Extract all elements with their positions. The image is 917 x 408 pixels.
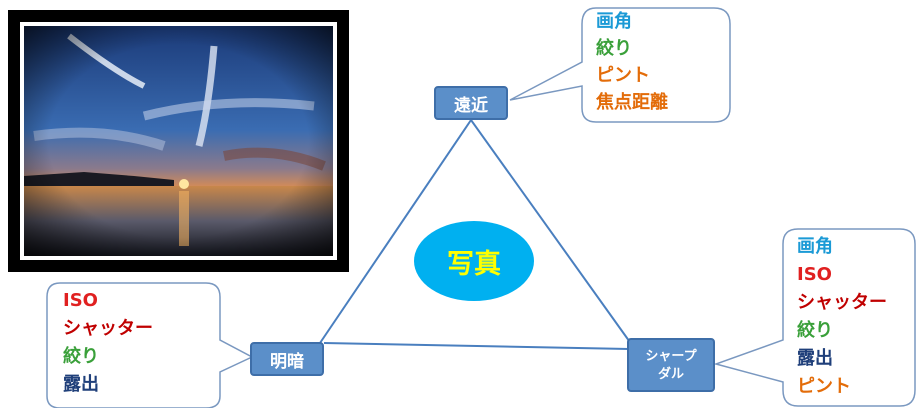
callout-top-item: 画角 — [596, 11, 632, 32]
sunset-photo — [20, 22, 337, 260]
node-perspective-label: 遠近 — [454, 95, 488, 116]
callout-left-item: シャッター — [63, 318, 153, 339]
callout-left-item: 絞り — [63, 346, 99, 367]
center-label: 写真 — [447, 248, 501, 280]
callout-top-item: ピント — [596, 65, 650, 86]
node-sharpness: シャープ ダル — [627, 338, 715, 392]
edge-left-right — [323, 342, 630, 350]
callout-left-item: 露出 — [63, 374, 99, 395]
callout-right-balloon — [713, 228, 916, 407]
center-photo-ellipse: 写真 — [414, 221, 534, 301]
node-sharpness-label-line2: ダル — [657, 367, 684, 382]
edge-top-left — [319, 119, 472, 344]
callout-top-balloon — [509, 7, 731, 123]
callout-right-item: シャッター — [797, 292, 887, 313]
callout-top-item: 絞り — [596, 38, 632, 59]
node-perspective: 遠近 — [434, 86, 508, 120]
edge-top-right — [470, 119, 633, 346]
callout-right-text: 画角 ISO シャッター 絞り 露出 ピント — [797, 233, 887, 401]
callout-right-item: ピント — [797, 376, 851, 397]
callout-top-item: 焦点距離 — [596, 92, 668, 113]
callout-left-item: ISO — [63, 290, 98, 311]
callout-right-item: 画角 — [797, 236, 833, 257]
callout-right-item: ISO — [797, 264, 832, 285]
callout-top-text: 画角 絞り ピント 焦点距離 — [596, 8, 668, 116]
node-sharpness-label-line1: シャープ — [645, 349, 697, 364]
sunset-photo-frame — [8, 10, 349, 272]
callout-left-text: ISO シャッター 絞り 露出 — [63, 287, 153, 399]
node-brightness: 明暗 — [250, 342, 324, 376]
node-brightness-label: 明暗 — [270, 351, 304, 372]
sunset-photo-image — [24, 26, 333, 256]
callout-right-item: 絞り — [797, 320, 833, 341]
callout-right-item: 露出 — [797, 348, 833, 369]
